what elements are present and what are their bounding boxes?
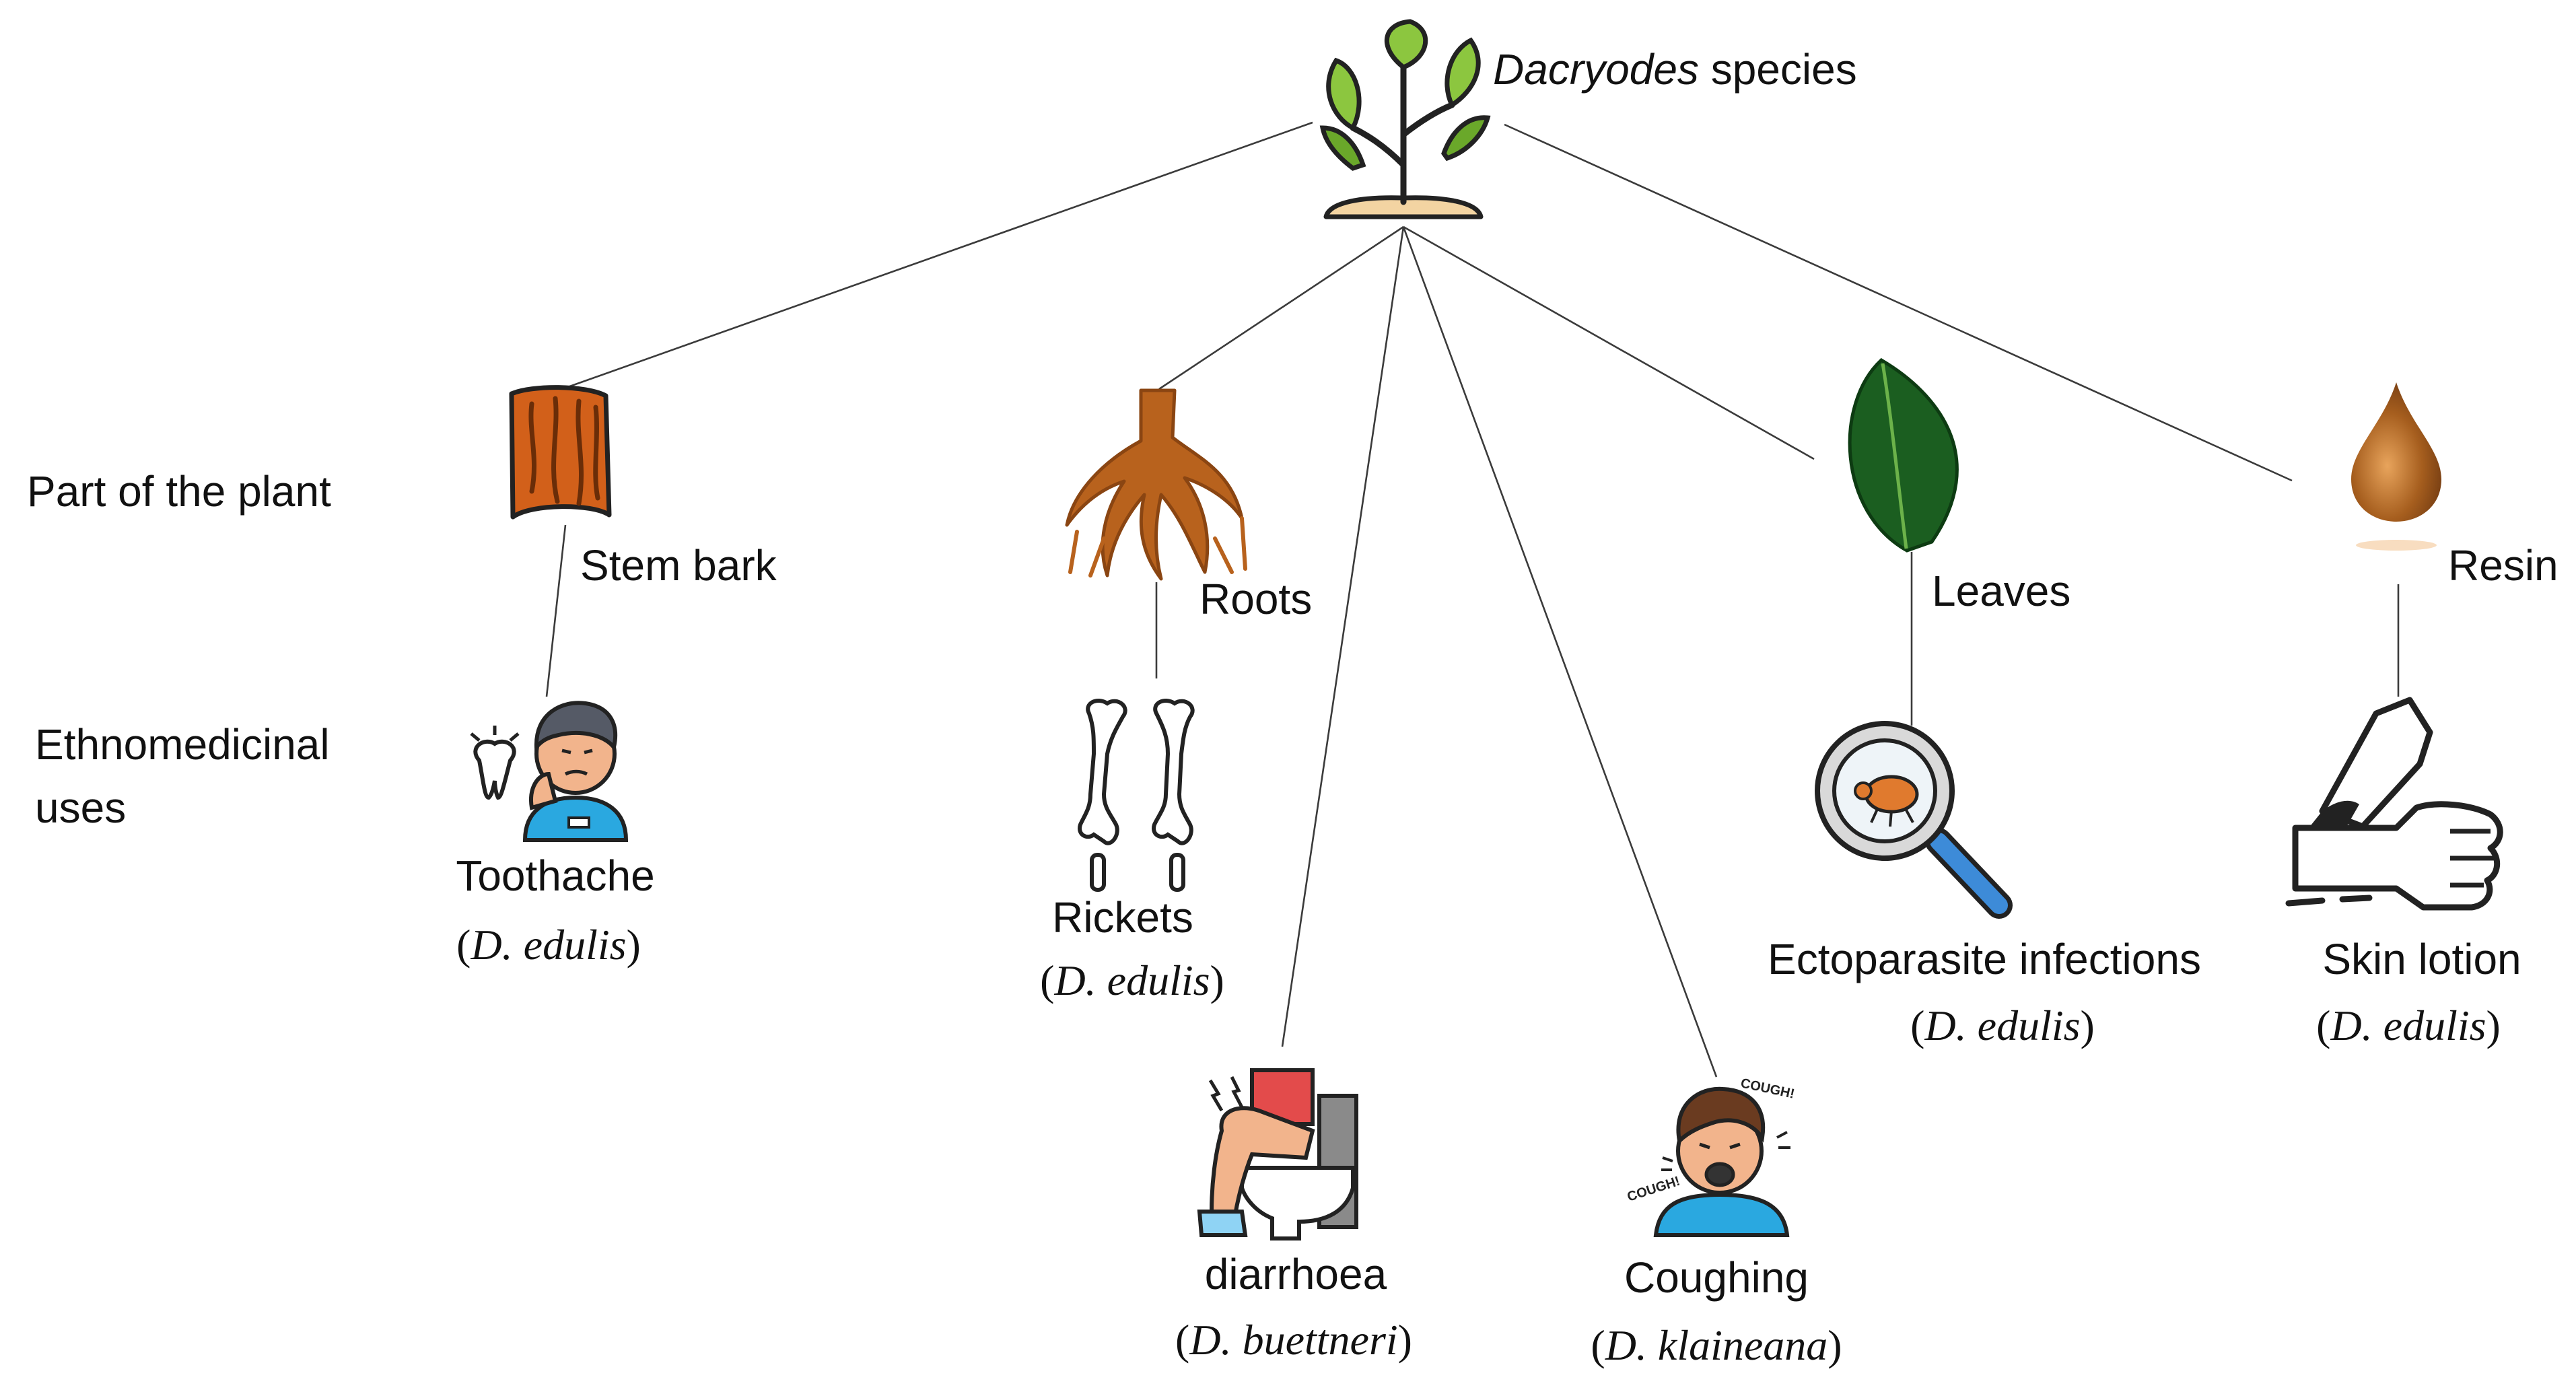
use-label-toothache: Toothache — [456, 851, 654, 900]
root-title: Dacryodes species — [1493, 45, 1857, 94]
row-label-part: Part of the plant — [27, 467, 331, 516]
use-label-rickets: Rickets — [1052, 893, 1193, 942]
use-label-ectoparasite: Ectoparasite infections — [1768, 935, 2201, 983]
root-title-italic: Dacryodes — [1493, 45, 1699, 94]
magnifier-parasite-icon — [1815, 721, 2013, 919]
lotion-hand-icon — [2285, 697, 2503, 911]
part-label-stem-bark: Stem bark — [580, 541, 777, 590]
resin-drop-icon — [2351, 382, 2441, 551]
use-species-diarrhoea: (D. buettneri) — [1175, 1316, 1412, 1364]
connector-root-resin — [1504, 123, 2293, 482]
connectors — [545, 121, 2400, 1078]
part-label-resin: Resin — [2448, 541, 2558, 590]
coughing-icon: COUGH! COUGH! — [1626, 1076, 1796, 1237]
part-label-roots: Roots — [1199, 575, 1312, 623]
leg-bones-icon — [1078, 699, 1195, 892]
row-label-uses-line2: uses — [35, 783, 126, 832]
use-label-skin-lotion: Skin lotion — [2322, 935, 2521, 983]
connector-root-roots — [1158, 225, 1404, 390]
use-species-ectoparasite: (D. edulis) — [1910, 1002, 2095, 1049]
svg-text:COUGH!: COUGH! — [1626, 1174, 1682, 1205]
connector-root-leaves — [1403, 225, 1815, 460]
use-species-rickets: (D. edulis) — [1040, 956, 1224, 1004]
roots-icon — [1065, 388, 1247, 581]
leaf-icon — [1848, 357, 1959, 553]
connector-root-stem-bark — [561, 121, 1313, 390]
use-species-toothache: (D. edulis) — [456, 921, 641, 969]
root-title-rest: species — [1699, 45, 1857, 94]
use-species-skin-lotion: (D. edulis) — [2316, 1002, 2501, 1049]
seedling-icon — [1319, 19, 1491, 219]
bark-icon — [509, 385, 612, 520]
use-label-coughing: Coughing — [1624, 1253, 1809, 1302]
use-label-diarrhoea: diarrhoea — [1205, 1250, 1387, 1298]
toothache-icon — [470, 701, 629, 842]
use-species-coughing: (D. klaineana) — [1591, 1321, 1842, 1369]
part-label-leaves: Leaves — [1932, 567, 2070, 615]
connector-root-coughing — [1402, 226, 1718, 1078]
toilet-icon — [1197, 1068, 1358, 1240]
row-label-uses-line1: Ethnomedicinal — [35, 720, 330, 769]
connector-root-diarrhoea — [1281, 226, 1405, 1047]
connector-stem-bark-toothache — [545, 524, 567, 697]
